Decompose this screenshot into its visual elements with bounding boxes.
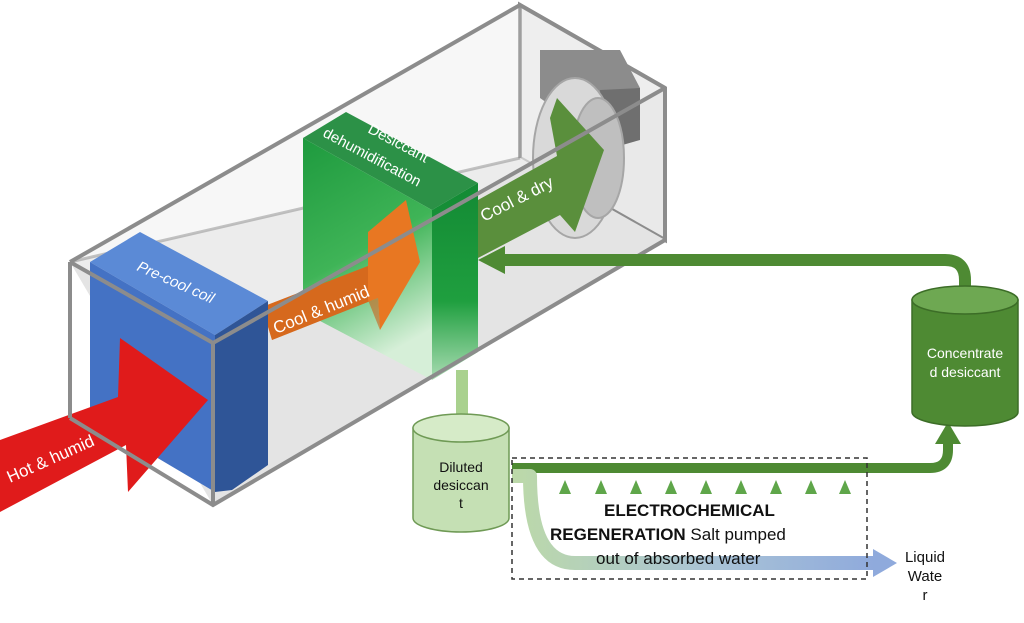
concentrated-label-2: d desiccant <box>930 364 1001 380</box>
desiccant-top <box>303 112 478 210</box>
concentrated-return-pipe <box>505 254 971 298</box>
concentrated-supply-pipe <box>512 440 953 473</box>
coil-side <box>215 301 268 492</box>
regeneration-arrow-head <box>665 480 677 494</box>
diluted-label-3: t <box>459 495 463 511</box>
regeneration-dashed-frame <box>511 457 868 580</box>
concentrated-label-1: Concentrate <box>927 345 1003 361</box>
desiccant-front <box>303 138 432 380</box>
concentrated-desiccant-tank: Concentrate d desiccant <box>911 285 1019 427</box>
regeneration-arrow-head <box>735 480 747 494</box>
regeneration-line-1: ELECTROCHEMICAL <box>604 501 775 520</box>
water-label-2: Wate <box>908 568 942 585</box>
desiccant-side <box>432 183 478 380</box>
regeneration-line-3: out of absorbed water <box>596 549 761 568</box>
diluted-label-2: desiccan <box>433 477 488 493</box>
diluted-desiccant-tank: Diluted desiccan t <box>412 413 510 533</box>
hot-humid-arrow: Hot & humid <box>0 338 208 512</box>
regeneration-line-2: REGENERATION Salt pumped <box>550 525 786 544</box>
return-pipe-arrowhead <box>478 246 505 274</box>
coil-top <box>90 232 268 335</box>
water-pipe <box>512 469 875 570</box>
regeneration-arrow-head <box>630 480 642 494</box>
regeneration-line-2-bold: REGENERATION <box>550 525 686 544</box>
regeneration-arrow-head <box>595 480 607 494</box>
liquid-water-label: Liquid Wate r <box>905 549 945 604</box>
water-pipe-arrowhead <box>873 549 897 577</box>
regeneration-arrow-head <box>839 480 851 494</box>
water-label-1: Liquid <box>905 549 945 566</box>
regeneration-arrow-head <box>559 480 571 494</box>
regeneration-line-2-rest: Salt pumped <box>686 525 786 544</box>
regeneration-arrows <box>559 480 851 553</box>
regeneration-arrow-head <box>805 480 817 494</box>
regeneration-arrow-head <box>770 480 782 494</box>
diluted-label-1: Diluted <box>439 459 483 475</box>
supply-pipe-arrowhead <box>935 422 961 444</box>
water-label-3: r <box>923 587 928 604</box>
regeneration-box: ELECTROCHEMICAL REGENERATION Salt pumped… <box>511 457 868 580</box>
duct-front-edges <box>68 86 667 508</box>
regeneration-arrow-head <box>700 480 712 494</box>
